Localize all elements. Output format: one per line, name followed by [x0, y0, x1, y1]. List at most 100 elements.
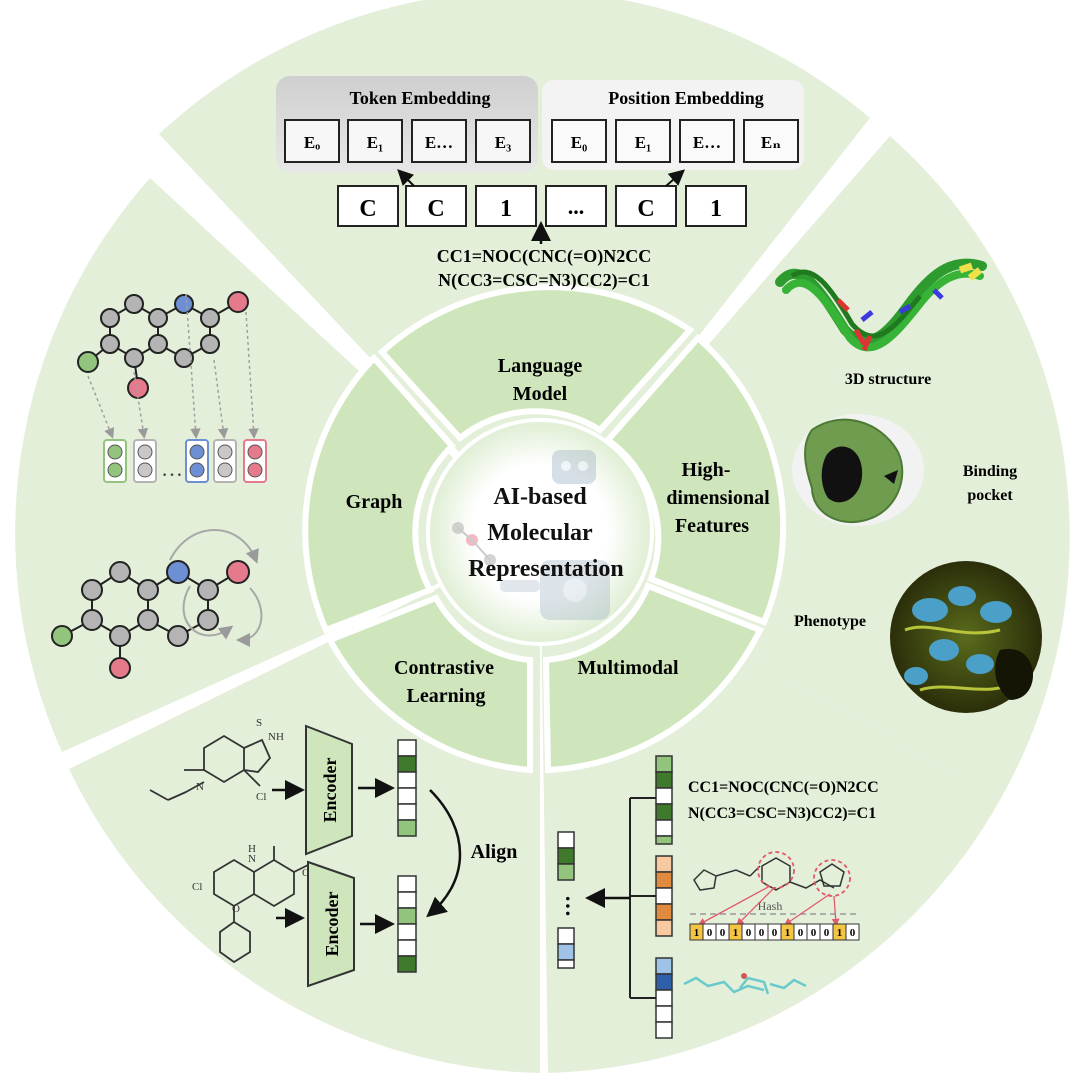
binding-label-line2: pocket [967, 487, 1013, 504]
label-contrastive-line1: Contrastive [394, 657, 494, 679]
svg-text:N: N [268, 731, 276, 743]
fingerprint-bit-label: 0 [746, 927, 752, 939]
svg-text:O: O [232, 903, 240, 915]
center-title-line1: AI-based [493, 484, 587, 510]
svg-text:H: H [276, 731, 284, 743]
segment-multimodal[interactable] [542, 582, 765, 774]
mm-smiles-line2: N(CC3=CSC=N3)CC2)=C1 [688, 805, 876, 822]
fingerprint-bit-label: 0 [707, 927, 713, 939]
message-passing-arrows [169, 529, 263, 647]
fingerprint-bit-label: 1 [694, 927, 700, 939]
structure-label: 3D structure [845, 371, 931, 388]
phenotype-image-icon [890, 561, 1042, 713]
segment-language-model[interactable] [377, 284, 695, 443]
feature-vectors: … [103, 439, 267, 483]
segment-graph[interactable] [302, 353, 457, 634]
fingerprint-bit-label: 1 [837, 927, 843, 939]
encoder-2-label: Encoder [322, 891, 342, 956]
center-title-line2: Molecular [487, 520, 593, 546]
mm-smiles-line1: CC1=NOC(CNC(=O)N2CC [688, 779, 879, 796]
graph-panel: … [51, 291, 267, 679]
panel-graph [15, 178, 541, 752]
fingerprint-molecule-icon [693, 851, 851, 897]
token-row: C C 1 ... C 1 [337, 185, 747, 227]
svg-text:Cl: Cl [256, 791, 266, 803]
graph-dashed-arrows [87, 293, 259, 439]
svg-text:Cl: Cl [192, 881, 202, 893]
fingerprint-bit-label: 0 [720, 927, 726, 939]
encoder-1: Encoder [305, 724, 353, 856]
hash-arrows [697, 885, 840, 927]
robot-icon [500, 450, 610, 620]
molecule-labels-1: S N H N Cl [196, 717, 284, 803]
label-language-line1: Language [498, 355, 583, 377]
align-label: Align [471, 841, 518, 863]
contrastive-panel: S N H N Cl Cl H N O O Encoder Encoder [149, 717, 518, 988]
encoder-2: Encoder [307, 860, 355, 988]
encoder-1-label: Encoder [320, 757, 340, 822]
label-highdim-line2: dimensional [666, 487, 770, 509]
fingerprint-bit-cell [845, 923, 860, 941]
svg-text:N: N [248, 853, 256, 865]
fingerprint-bit-label: 0 [798, 927, 804, 939]
svg-text:H: H [248, 843, 256, 855]
segment-labels: Language Model High- dimensional Feature… [346, 355, 770, 707]
embedding-vector-2 [397, 875, 417, 973]
position-embedding-box [542, 80, 804, 170]
multimodal-panel: CC1=NOC(CNC(=O)N2CC N(CC3=CSC=N3)CC2)=C1… [557, 755, 879, 1039]
molecule-structure-2 [213, 846, 311, 964]
fingerprint-bit-label: 0 [772, 927, 778, 939]
smiles-line2: N(CC3=CSC=N3)CC2)=C1 [438, 270, 650, 291]
graph-nodes-bottom [51, 560, 250, 679]
phenotype-label: Phenotype [794, 613, 866, 630]
embedding-panel: Token Embedding Position Embedding Eₒ E₁… [276, 76, 804, 291]
svg-text:S: S [256, 717, 262, 729]
token-3: ... [568, 194, 585, 219]
center-hub: AI-based Molecular Representation [426, 418, 654, 646]
mm-vector-green [655, 755, 673, 845]
label-graph: Graph [346, 491, 403, 513]
position-box-0: E₀ [571, 133, 587, 152]
binding-label-line1: Binding [963, 463, 1017, 480]
position-box-3: Eₙ [761, 133, 781, 152]
segment-high-dim[interactable] [603, 333, 787, 626]
arrow-token-up-right [665, 169, 686, 187]
mini-molecule-icon [452, 522, 496, 566]
token-5: 1 [710, 196, 722, 222]
mm-vector-blue [655, 957, 673, 1039]
token-box-1: E₁ [367, 133, 383, 152]
token-2: 1 [500, 196, 512, 222]
svg-text:N: N [196, 781, 204, 793]
graph-ellipsis: … [161, 456, 183, 481]
hash-label: Hash [758, 899, 783, 913]
token-0: C [359, 196, 376, 222]
3d-ligand-icon [683, 973, 807, 995]
molecule-labels-2: Cl H N O O [192, 843, 310, 915]
fingerprint-bit-label: 0 [811, 927, 817, 939]
fused-ellipsis: … [561, 895, 586, 917]
embedding-vector-1 [397, 739, 417, 837]
label-highdim-line1: High- [682, 459, 731, 481]
token-boxes: Eₒ E₁ E… E₃ [284, 119, 531, 163]
position-box-1: E₁ [635, 133, 651, 152]
position-boxes: E₀ E₁ E… Eₙ [551, 119, 799, 163]
arrow-token-up-left [397, 169, 415, 187]
token-1: C [427, 196, 444, 222]
inner-ring [302, 284, 787, 774]
fingerprint-bit-label: 1 [733, 927, 739, 939]
token-embedding-box [276, 76, 538, 172]
segment-contrastive[interactable] [325, 594, 533, 774]
fingerprint-bit-label: 1 [785, 927, 791, 939]
graph-nodes-top [77, 291, 249, 399]
center-title-line3: Representation [468, 556, 624, 582]
mm-vector-orange [655, 855, 673, 937]
binding-pocket-icon [792, 414, 924, 526]
token-box-3: E₃ [495, 133, 511, 152]
align-arrow [426, 789, 462, 918]
fused-vector [557, 831, 575, 969]
position-box-2: E… [693, 133, 721, 152]
label-multimodal: Multimodal [577, 657, 679, 679]
